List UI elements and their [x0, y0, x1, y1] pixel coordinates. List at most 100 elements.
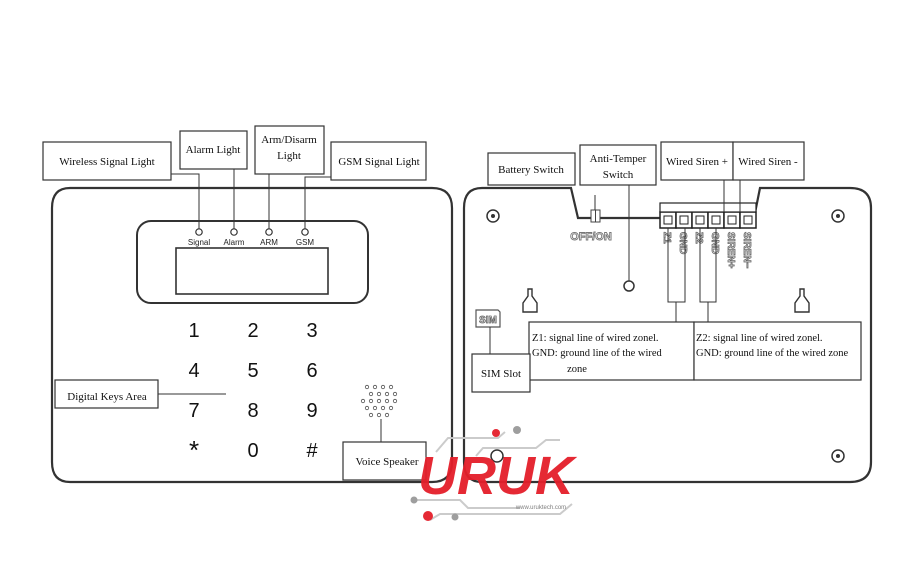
arm-led — [265, 228, 273, 236]
key-5: 5 — [247, 360, 258, 382]
callout-arm-disarm-line2: Light — [277, 150, 301, 162]
key-6: 6 — [306, 360, 317, 382]
trace-2 — [475, 439, 560, 457]
keyhole-left — [522, 288, 538, 313]
front-panel: Signal Alarm ARM GSM 1 2 3 4 5 6 7 8 9 *… — [50, 186, 454, 484]
speaker-hole — [372, 384, 378, 390]
speaker-hole — [368, 398, 374, 404]
back-callouts: Battery Switch Anti-Temper Switch Wired … — [471, 141, 862, 393]
logo-dot-5 — [451, 513, 459, 521]
mount-hole-top-left-center — [491, 214, 495, 218]
terminal-gnd1-screw — [679, 215, 689, 225]
tamper-switch — [623, 280, 635, 292]
keypad: 1 2 3 4 5 6 7 8 9 * 0 # — [188, 320, 318, 465]
callout-box-z2 — [693, 321, 862, 381]
speaker-hole — [368, 412, 374, 418]
logo-dot-4 — [410, 496, 418, 504]
circuit-traces — [412, 431, 573, 521]
mount-hole-top-right-center — [836, 214, 840, 218]
speaker-hole — [380, 405, 386, 411]
speaker-grille — [360, 384, 398, 418]
callout-wireless-signal-light: Wireless Signal Light — [59, 156, 155, 168]
callout-digital-keys-area: Digital Keys Area — [67, 391, 147, 403]
speaker-hole — [376, 412, 382, 418]
leader-wireless — [171, 173, 200, 229]
trace-4 — [429, 503, 573, 521]
callout-battery-switch: Battery Switch — [498, 164, 564, 176]
callout-box-siren-minus — [732, 141, 805, 181]
terminal-gnd2-screw — [711, 215, 721, 225]
callout-z1-line3: zone — [567, 364, 587, 375]
terminal-label-gnd2: GND — [709, 232, 720, 254]
speaker-hole — [384, 398, 390, 404]
leader-gsm — [304, 176, 331, 229]
terminal-siren-minus-screw — [743, 215, 753, 225]
keyhole-right — [794, 288, 810, 313]
trace-1 — [435, 431, 506, 453]
switch-label: OFF/ON — [570, 231, 612, 243]
callout-box-sim — [471, 353, 531, 393]
callout-sim-slot: SIM Slot — [481, 368, 521, 380]
key-7: 7 — [188, 400, 199, 422]
key-9: 9 — [306, 400, 317, 422]
terminal-block: Z1 GND Z2 GND SIREN+ SIREN− — [659, 202, 757, 269]
callout-box-alarm — [179, 130, 248, 170]
callout-box-tamper — [579, 144, 657, 186]
callout-z2-line2: GND: ground line of the wired zone — [696, 348, 849, 359]
speaker-hole — [388, 405, 394, 411]
speaker-hole — [364, 405, 370, 411]
speaker-hole — [388, 384, 394, 390]
speaker-hole — [392, 391, 398, 397]
alarm-led — [230, 228, 238, 236]
callout-z2-line1: Z2: signal line of wired zonel. — [696, 333, 823, 344]
callout-arm-disarm-line1: Arm/Disarm — [261, 134, 317, 146]
led-label-gsm: GSM — [296, 238, 315, 247]
led-label-arm: ARM — [260, 238, 278, 247]
key-2: 2 — [247, 320, 258, 342]
callout-box-keys — [54, 379, 159, 409]
speaker-hole — [372, 405, 378, 411]
terminal-label-z2: Z2 — [693, 232, 704, 244]
sim-label: SIM — [479, 315, 497, 326]
speaker-hole — [376, 391, 382, 397]
led-label-signal: Signal — [188, 238, 210, 247]
key-3: 3 — [306, 320, 317, 342]
terminal-label-siren-minus: SIREN− — [741, 232, 752, 269]
mount-hole-bottom-left — [490, 449, 504, 463]
gsm-led — [301, 228, 309, 236]
logo-dot-1 — [492, 429, 500, 437]
speaker-hole — [392, 398, 398, 404]
key-star: * — [189, 435, 199, 465]
terminal-z1-screw — [663, 215, 673, 225]
speaker-hole — [384, 412, 390, 418]
terminal-block-top — [659, 202, 757, 213]
signal-led — [195, 228, 203, 236]
callout-alarm-light: Alarm Light — [186, 144, 241, 156]
callout-box-gsm — [330, 141, 427, 181]
key-8: 8 — [247, 400, 258, 422]
callout-box-speaker — [342, 441, 427, 481]
key-0: 0 — [247, 440, 258, 462]
speaker-hole — [360, 398, 366, 404]
callout-gsm-signal-light: GSM Signal Light — [338, 156, 419, 168]
key-hash: # — [306, 440, 318, 462]
logo-url: www.uruktech.com — [515, 505, 566, 511]
callout-anti-temper-line2: Switch — [603, 169, 634, 181]
key-4: 4 — [188, 360, 199, 382]
trace-3 — [412, 499, 520, 509]
uruk-logo: URUK www.uruktech.com — [410, 426, 578, 521]
callout-box-wireless — [42, 141, 172, 181]
callout-voice-speaker: Voice Speaker — [355, 456, 418, 468]
speaker-hole — [364, 384, 370, 390]
callout-wired-siren-minus: Wired Siren - — [738, 156, 798, 168]
terminal-label-z1: Z1 — [661, 232, 672, 244]
led-label-alarm: Alarm — [224, 238, 245, 247]
logo-dot-3 — [423, 511, 433, 521]
callout-box-arm — [254, 125, 325, 175]
callout-box-z1 — [528, 321, 695, 381]
terminal-z2-screw — [695, 215, 705, 225]
callout-z1-line1: Z1: signal line of wired zonel. — [532, 333, 659, 344]
speaker-hole — [380, 384, 386, 390]
mount-hole-bottom-right-center — [836, 454, 840, 458]
